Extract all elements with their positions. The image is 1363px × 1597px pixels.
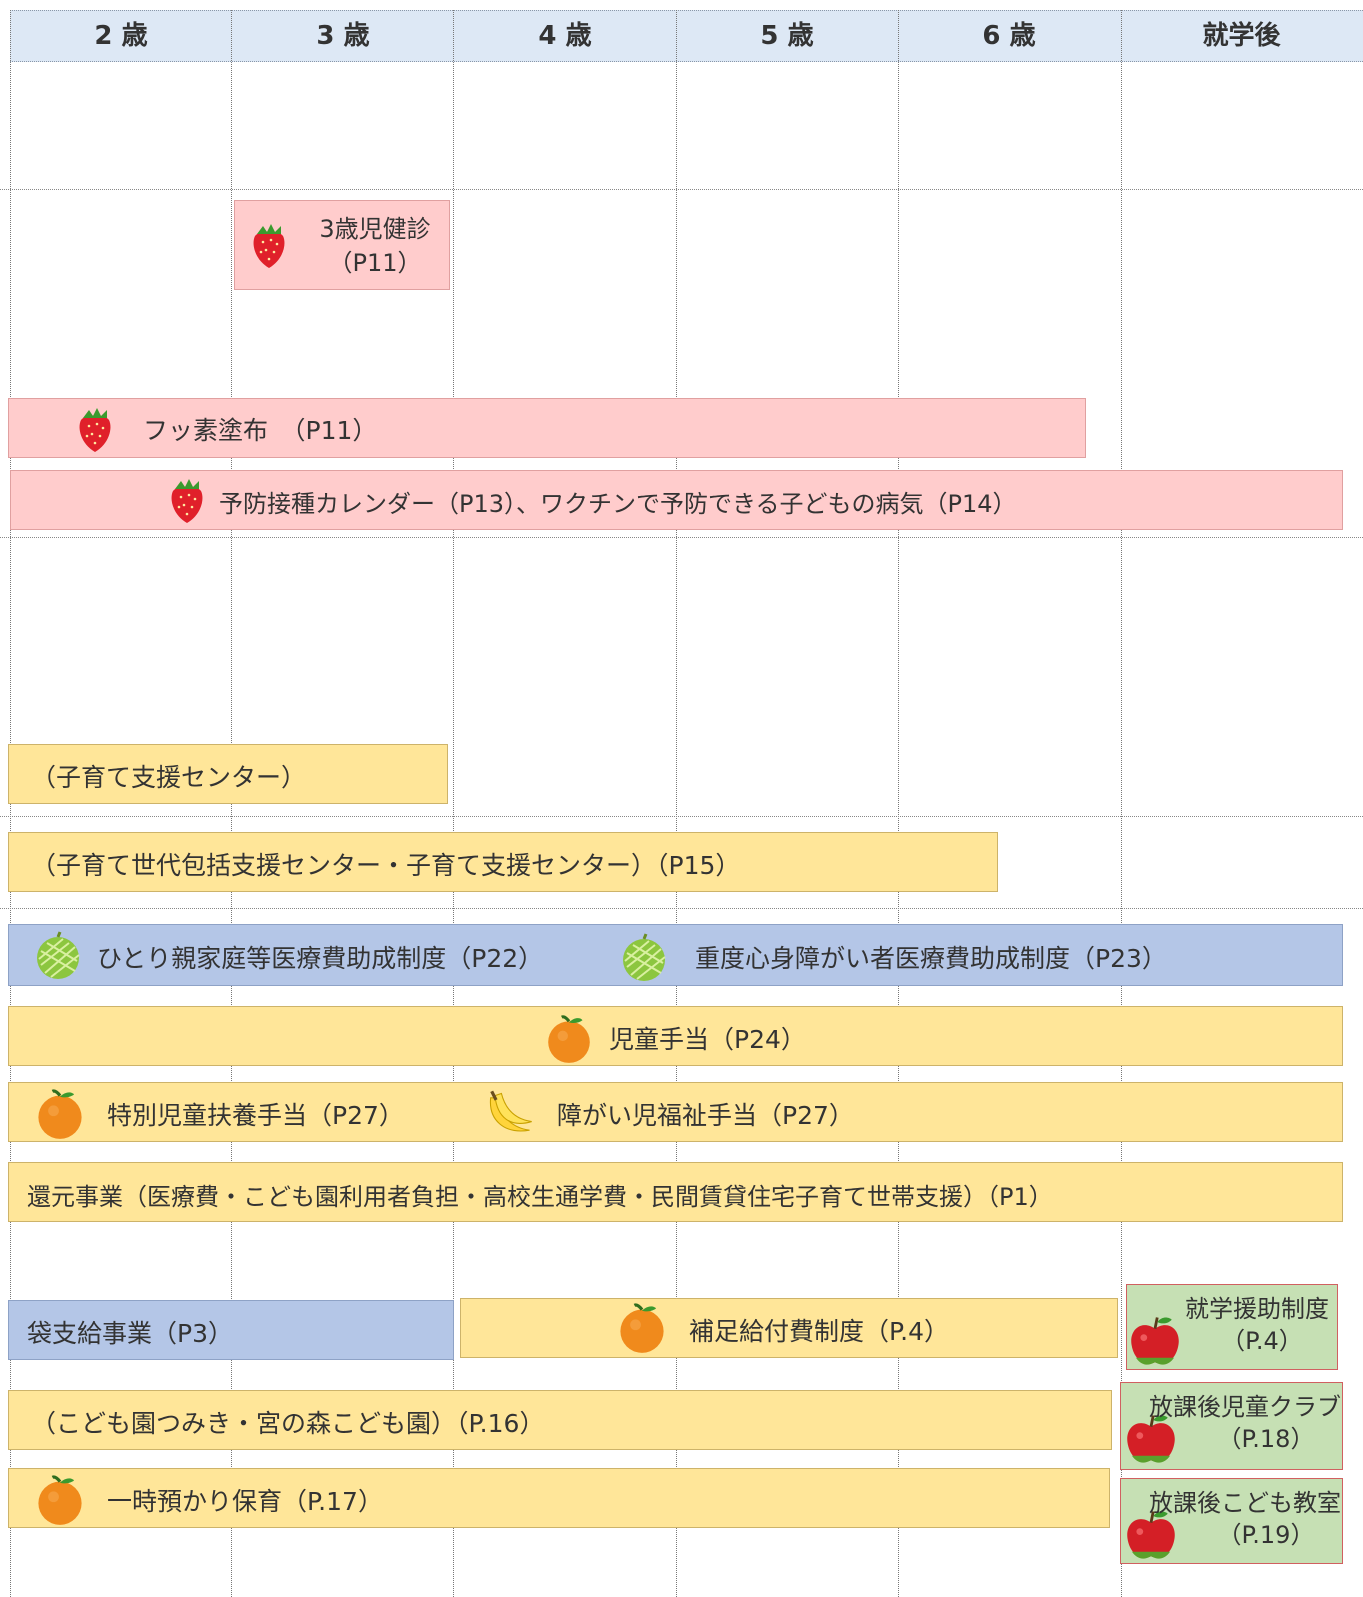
apple-icon [1127, 1313, 1183, 1369]
refund-program-bar: 還元事業（医療費・こども園利用者負担・高校生通学費・民間賃貸住宅子育て世帯支援）… [8, 1162, 1343, 1222]
afterschool-class-page: （P.19） [1217, 1521, 1315, 1549]
checkup-3yo-label: 3歳児健診 [319, 215, 431, 243]
age-header-row: 2 歳 3 歳 4 歳 5 歳 6 歳 就学後 [10, 10, 1363, 62]
header-age-4: 4 歳 [538, 21, 592, 51]
supplementary-benefit-bar: 補足給付費制度（P.4） [460, 1298, 1118, 1358]
afterschool-club-box: 放課後児童クラブ （P.18） [1120, 1382, 1343, 1470]
vaccination-bar: 予防接種カレンダー（P13）、ワクチンで予防できる子どもの病気（P14） [10, 470, 1343, 530]
bag-supply-label: 袋支給事業（P3） [27, 1319, 233, 1348]
grid-vline [898, 10, 899, 1597]
disability-medical-label: 重度心身障がい者医療費助成制度（P23） [695, 944, 1167, 973]
grid-vline [453, 10, 454, 1597]
comprehensive-support-label: （子育て世代包括支援センター・子育て支援センター）（P15） [31, 851, 741, 880]
temp-childcare-label: 一時預かり保育（P.17） [107, 1487, 383, 1516]
school-aid-box: 就学援助制度 （P.4） [1126, 1284, 1338, 1370]
orange-icon [33, 1087, 87, 1141]
supplementary-benefit-label: 補足給付費制度（P.4） [689, 1317, 950, 1346]
kindergarten-label: （こども園つみき・宮の森こども園）（P.16） [31, 1409, 545, 1438]
bag-supply-bar: 袋支給事業（P3） [8, 1300, 454, 1360]
orange-icon [33, 1473, 87, 1527]
grid-vline [1121, 10, 1122, 1597]
orange-icon [615, 1301, 669, 1355]
refund-program-label: 還元事業（医療費・こども園利用者負担・高校生通学費・民間賃貸住宅子育て世帯支援）… [27, 1183, 1053, 1211]
child-allowance-label: 児童手当（P24） [609, 1025, 806, 1054]
school-aid-page: （P.4） [1221, 1327, 1303, 1355]
child-allowance-bar: 児童手当（P24） [8, 1006, 1343, 1066]
header-after-school-entry: 就学後 [1202, 21, 1281, 51]
disabled-child-welfare-label: 障がい児福祉手当（P27） [557, 1101, 854, 1130]
grid-hline [0, 537, 1363, 538]
support-center-bar: （子育て支援センター） [8, 744, 448, 804]
orange-icon [543, 1013, 595, 1065]
support-center-label: （子育て支援センター） [31, 763, 307, 792]
special-child-allowance-label: 特別児童扶養手当（P27） [107, 1101, 404, 1130]
melon-icon [619, 933, 669, 983]
header-age-3: 3 歳 [316, 21, 370, 51]
grid-hline [0, 189, 1363, 190]
afterschool-class-box: 放課後こども教室 （P.19） [1120, 1478, 1343, 1564]
header-age-5: 5 歳 [760, 21, 814, 51]
header-age-2: 2 歳 [94, 21, 148, 51]
school-aid-label: 就学援助制度 [1185, 1295, 1329, 1323]
temp-childcare-bar: 一時預かり保育（P.17） [8, 1468, 1110, 1528]
vaccination-label: 予防接種カレンダー（P13）、ワクチンで予防できる子どもの病気（P14） [219, 490, 1017, 518]
header-age-6: 6 歳 [982, 21, 1036, 51]
checkup-3yo-box: 3歳児健診 （P11） [234, 200, 450, 290]
special-allowance-bar: 特別児童扶養手当（P27） 障がい児福祉手当（P27） [8, 1082, 1343, 1142]
grid-vline [676, 10, 677, 1597]
kindergarten-bar: （こども園つみき・宮の森こども園）（P.16） [8, 1390, 1112, 1450]
fluoride-label: フッ素塗布 （P11） [143, 416, 378, 445]
checkup-3yo-page: （P11） [328, 249, 422, 277]
fluoride-bar: フッ素塗布 （P11） [8, 398, 1086, 458]
comprehensive-support-bar: （子育て世代包括支援センター・子育て支援センター）（P15） [8, 832, 998, 892]
strawberry-icon [75, 403, 115, 455]
grid-hline [0, 816, 1363, 817]
strawberry-icon [167, 473, 207, 527]
strawberry-icon [249, 217, 289, 273]
melon-icon [33, 931, 83, 981]
afterschool-club-label: 放課後児童クラブ [1149, 1393, 1341, 1421]
grid-hline [0, 908, 1363, 909]
single-parent-medical-label: ひとり親家庭等医療費助成制度（P22） [97, 944, 544, 973]
banana-icon [481, 1087, 537, 1141]
afterschool-class-label: 放課後こども教室 [1149, 1489, 1341, 1517]
afterschool-club-page: （P.18） [1217, 1425, 1315, 1453]
medical-subsidy-bar: ひとり親家庭等医療費助成制度（P22） 重度心身障がい者医療費助成制度（P23） [8, 924, 1343, 986]
